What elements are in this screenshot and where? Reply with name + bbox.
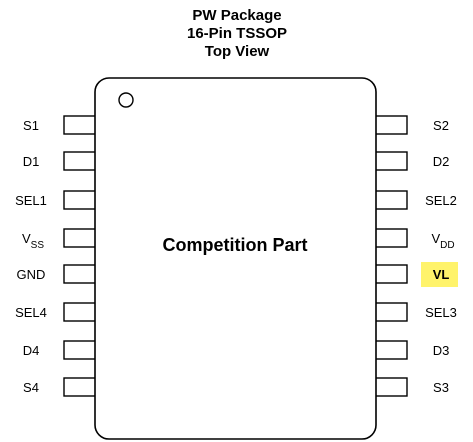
pin-lead [63, 340, 97, 360]
pin-lead [63, 190, 97, 210]
pin-lead [63, 228, 97, 248]
pin-label: S3 [433, 380, 449, 395]
title-pin-count: 16-Pin TSSOP [187, 25, 287, 42]
pin-label: SEL1 [15, 193, 47, 208]
pin1-marker [118, 92, 134, 108]
pin-label: GND [17, 267, 46, 282]
pin-label: S4 [23, 380, 39, 395]
pin-lead [374, 151, 408, 171]
pin-label: VSS [22, 231, 44, 251]
pin-5: 5GND [17, 264, 119, 284]
pin-lead [374, 228, 408, 248]
pin-label-highlight [421, 262, 458, 287]
pin-lead [374, 302, 408, 322]
pin-label: SEL3 [425, 305, 457, 320]
pin-label: SEL4 [15, 305, 47, 320]
pin-lead [63, 377, 97, 397]
pin-label: D3 [433, 343, 450, 358]
title-view: Top View [205, 43, 270, 60]
pin-label: SEL2 [425, 193, 457, 208]
pin-lead [374, 264, 408, 284]
pin-label: VL [433, 267, 450, 282]
pin-label: D2 [433, 154, 450, 169]
pin-label: S2 [433, 118, 449, 133]
left-pins: 1S12D13SEL14VSS5GND6SEL47D48S4 [15, 115, 119, 397]
pin-lead [63, 302, 97, 322]
pin-lead [374, 115, 408, 135]
pin-lead [63, 151, 97, 171]
pin-9: 9S3 [353, 377, 449, 397]
part-label: Competition Part [162, 235, 307, 255]
package-body [94, 77, 377, 440]
pin-lead [374, 377, 408, 397]
pin-lead [374, 340, 408, 360]
pin-12: 12VL [350, 262, 458, 287]
pin-lead [63, 264, 97, 284]
pin-label: D1 [23, 154, 40, 169]
pin-label: D4 [23, 343, 40, 358]
pin-label: S1 [23, 118, 39, 133]
pin-lead [374, 190, 408, 210]
pin-label: VDD [431, 231, 454, 251]
title-package: PW Package [192, 7, 281, 24]
pin-lead [63, 115, 97, 135]
